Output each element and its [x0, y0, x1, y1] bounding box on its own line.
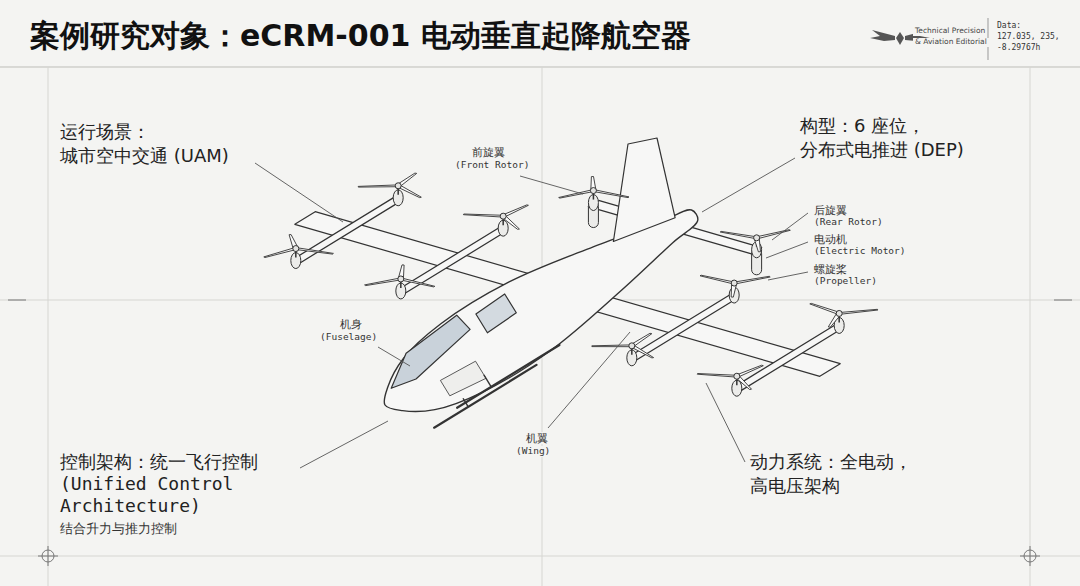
data-note: 127.035, 235, [995, 32, 1062, 41]
leader-line [378, 347, 410, 366]
leader-line [520, 176, 583, 194]
callout-text: (Unified Control [58, 474, 235, 495]
propeller-blade [365, 278, 402, 286]
callout-heading: 控制架构：统一飞行控制 [58, 452, 260, 473]
skid-strut [484, 375, 491, 387]
part-name: (Propeller) [812, 276, 879, 287]
leader-line [548, 332, 630, 428]
callout-heading: 运行场景： [58, 122, 152, 143]
propeller-blade [700, 275, 736, 284]
boom [296, 199, 398, 262]
callout-text: Architecture) [58, 496, 203, 517]
part-name: (Electric Motor) [812, 246, 908, 257]
callout-text: 城市空中交通 (UAM) [58, 146, 231, 167]
propeller-blade [295, 248, 334, 254]
boom [737, 326, 839, 389]
spinner [629, 343, 635, 349]
part-name: 机翼 [524, 432, 550, 444]
vertical-fin [613, 138, 675, 242]
logo-text: Technical Precision [913, 27, 987, 36]
leader-line [706, 383, 745, 462]
grid-line [48, 67, 49, 586]
callout-text: 高电压架构 [748, 476, 842, 497]
spinner [754, 235, 760, 241]
propeller-blade [463, 214, 503, 217]
title: 案例研究对象：eCRM-001 电动垂直起降航空器 [30, 16, 691, 57]
crosshair [8, 300, 26, 301]
leader-lines [255, 158, 808, 468]
leader-line [300, 421, 388, 468]
title-rule [0, 67, 1080, 68]
propeller-blade [839, 309, 879, 314]
callout-note: 结合升力与推力控制 [58, 522, 179, 536]
grid-line [1030, 67, 1031, 586]
spinner [731, 280, 737, 286]
door [440, 361, 486, 396]
part-name: 螺旋桨 [812, 263, 849, 275]
part-name: 前旋翼 [470, 146, 507, 158]
spinner [293, 246, 299, 252]
grid [0, 18, 1080, 586]
boom [737, 326, 839, 389]
propeller-blade [399, 278, 434, 287]
spinner [500, 213, 506, 219]
boom [632, 296, 734, 359]
propeller-blade [592, 190, 629, 198]
callout-heading: 构型：6 座位， [798, 116, 927, 137]
crosshair [1054, 300, 1072, 301]
propeller-blade [755, 230, 790, 239]
crosshair [48, 546, 49, 566]
fuselage [384, 210, 698, 412]
leader-line [702, 158, 795, 212]
propeller-blade [697, 374, 737, 378]
aircraft-illustration [264, 138, 878, 428]
propeller-blade [358, 185, 398, 187]
propeller-blade [733, 276, 770, 284]
callout-text: 分布式电推进 (DEP) [798, 140, 966, 161]
boom [296, 199, 398, 262]
spinner [395, 183, 401, 189]
spinner [836, 310, 842, 316]
spinner [398, 276, 404, 282]
data-note: -8.29767h [995, 43, 1042, 52]
propeller-blade [559, 190, 595, 198]
callout-heading: 动力系统：全电动， [748, 452, 914, 473]
spinner [734, 373, 740, 379]
part-name: (Fuselage) [318, 332, 379, 343]
logo-text: & Aviation Editorial [913, 38, 989, 47]
logo-wing [870, 30, 895, 41]
part-name: 后旋翼 [812, 204, 849, 216]
leader-line [768, 272, 808, 280]
leader-line [766, 242, 808, 258]
leader-line [772, 213, 808, 240]
skid [457, 345, 559, 408]
crosshair [1030, 546, 1031, 566]
propeller-blade [720, 231, 758, 238]
logo-star [896, 32, 904, 45]
boom [632, 296, 734, 359]
propeller-blade [592, 345, 632, 347]
leader-line [255, 163, 343, 222]
part-name: (Wing) [514, 446, 552, 457]
part-name: 电动机 [812, 233, 849, 245]
part-name: 机身 [338, 318, 364, 330]
part-name: (Front Rotor) [453, 160, 531, 171]
grid-line [0, 556, 1080, 557]
data-note: Data: [995, 21, 1023, 30]
spinner [590, 188, 596, 194]
part-name: (Rear Rotor) [812, 217, 885, 228]
side-window [476, 294, 516, 333]
propeller-blade [264, 248, 298, 258]
skid [434, 365, 536, 428]
